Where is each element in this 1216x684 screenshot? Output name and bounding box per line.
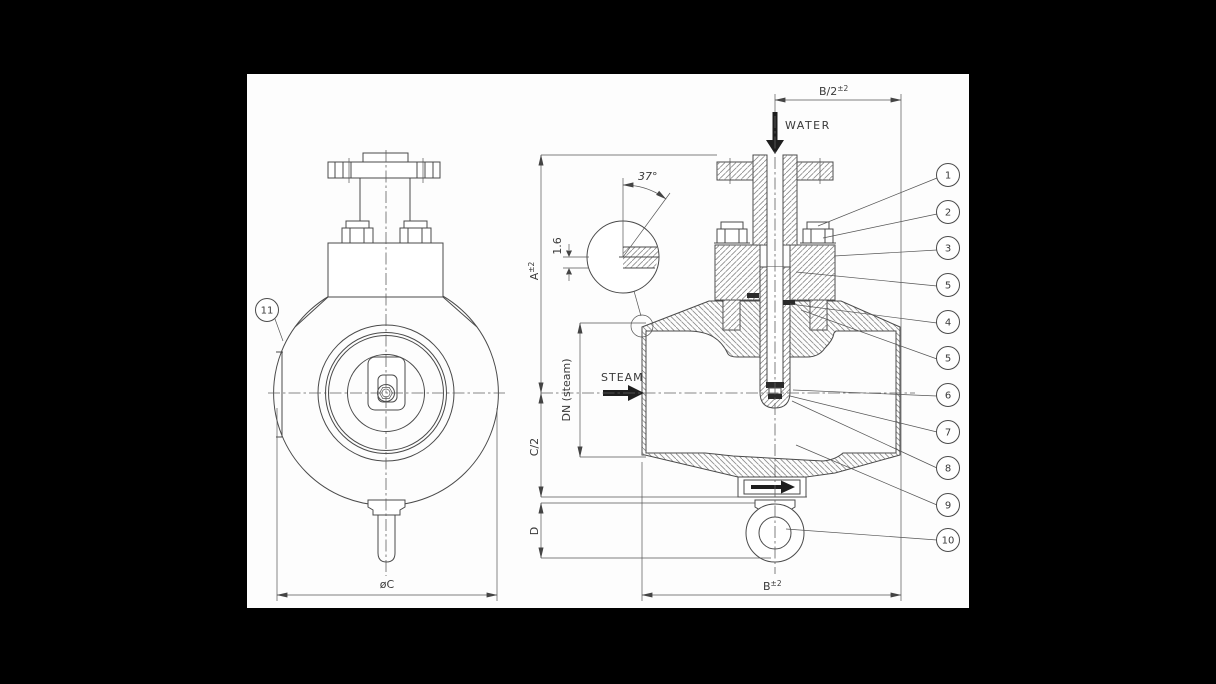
balloon-5a [936,273,960,297]
balloon-4-label: 4 [945,318,951,329]
drain-boss-front [367,499,406,516]
balloon-1 [936,163,960,187]
centerlines [268,116,915,576]
bolt-centerlines [348,158,424,183]
steam-label: STEAM [601,371,644,384]
balloon-5b [936,346,960,370]
balloon-6 [936,383,960,407]
shoulder-mask [295,297,477,327]
water-label: WATER [785,119,831,132]
bonnet-gasket [783,300,795,305]
dim-b-half-label: B/2±2 [819,84,849,98]
flange-bolt-ticks [729,158,821,184]
balloon-10-label: 10 [942,536,955,547]
balloon-3-label: 3 [945,244,951,255]
angle-dim-arc [622,182,667,200]
balloon-5a-label: 5 [945,281,951,292]
balloon-7-label: 7 [945,428,951,439]
center-hub [367,356,406,411]
dim-a-label: A±2 [527,261,541,280]
balloon-3 [936,236,960,260]
detail-locator-circle [630,314,654,338]
balloon-11 [255,298,279,322]
seat-land-label: 1.6 [551,237,564,255]
balloon-9 [936,493,960,517]
balloon-8 [936,456,960,480]
balloon-1-label: 1 [945,171,951,182]
section-view [641,154,901,563]
bonnet-nut-right [800,221,836,244]
flow-arrow-icon [751,480,795,494]
front-view [273,152,499,563]
balloon-11-label: 11 [261,306,274,317]
stem-column [359,178,411,221]
seat-angle-line [622,192,671,258]
front-nut-right [399,220,432,244]
seat-detail-view [563,178,671,338]
callout-balloons: 1 2 3 5 4 5 6 7 8 9 10 [255,163,960,552]
dim-c2-label: C/2 [528,438,541,456]
front-nut-left [341,220,374,244]
dim-dc-label: øC [380,578,395,591]
seat-angle-label: 37° [638,170,658,183]
dimensions [276,94,902,601]
dim-dn-label: DN (steam) [560,358,573,421]
water-bore-lines [766,155,784,382]
balloon-7 [936,420,960,444]
text-labels: B/2±2 WATER A±2 C/2 D DN (steam) STEAM B… [380,84,849,593]
balloon-5b-label: 5 [945,354,951,365]
balloon-6-label: 6 [945,391,951,402]
dim-d-label: D [528,527,541,535]
nozzle-seal-lower [768,394,782,399]
drain-stem [377,515,396,563]
balloon-4 [936,310,960,334]
body-shoulders [294,296,478,328]
packing-seal [747,293,759,298]
detail-leader [633,290,642,317]
callout-leaders [274,177,938,541]
balloon-10 [936,528,960,552]
bonnet-nut-left [714,221,750,244]
balloon-9-label: 9 [945,501,951,512]
top-flange-bar [327,161,441,179]
valve-technical-drawing: 1 2 3 5 4 5 6 7 8 9 10 [255,84,960,601]
drawing-sheet: 1 2 3 5 4 5 6 7 8 9 10 [247,74,969,608]
balloon-2-label: 2 [945,208,951,219]
top-boss [362,152,409,163]
dim-b-label: B±2 [763,579,782,593]
bonnet-front [327,242,444,298]
balloon-2 [936,200,960,224]
balloon-8-label: 8 [945,464,951,475]
flow-plate [737,476,807,498]
